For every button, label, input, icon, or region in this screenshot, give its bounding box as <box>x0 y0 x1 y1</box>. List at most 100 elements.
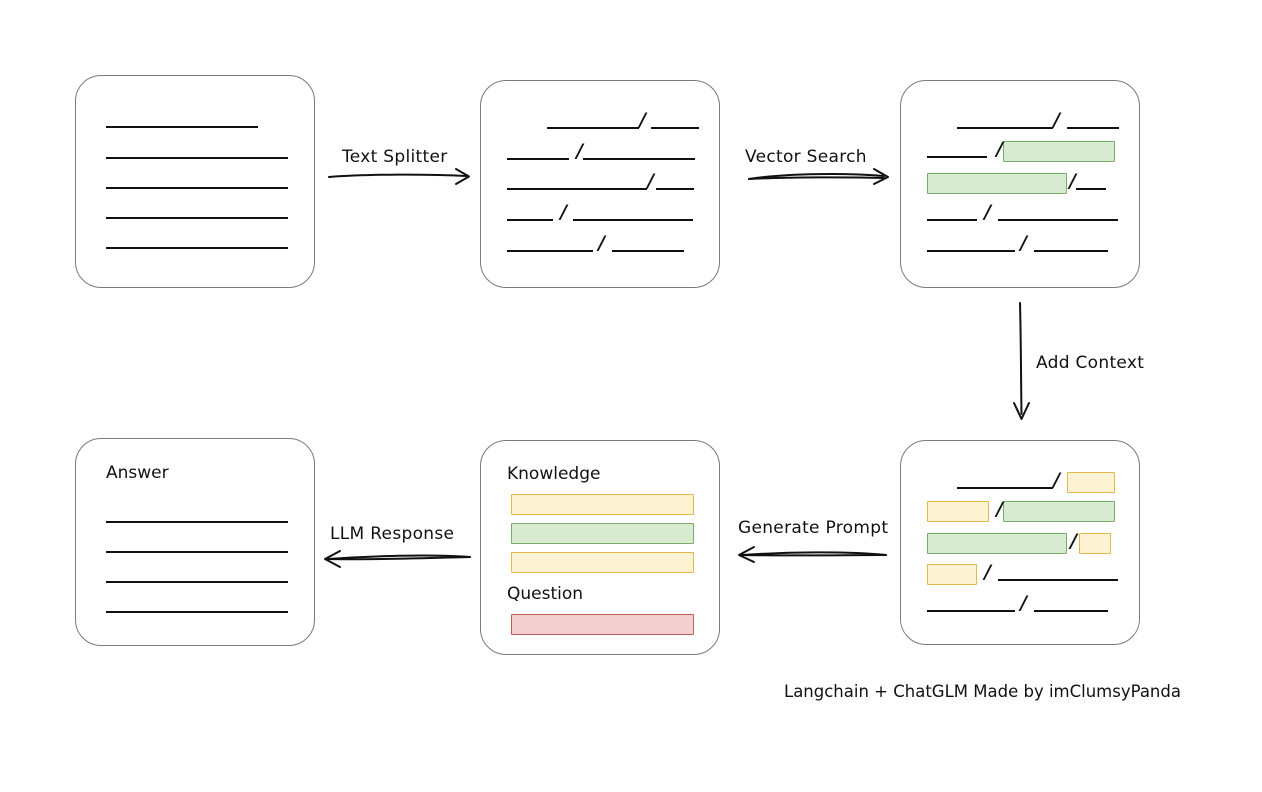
text-segment <box>927 145 987 158</box>
source-document-box[interactable] <box>75 75 315 288</box>
doc-line: / <box>927 468 1115 493</box>
chunk-separator: / <box>1020 231 1027 254</box>
doc-line: / <box>507 169 694 192</box>
chunk-separator: / <box>996 497 1003 520</box>
doc-line: / <box>927 169 1106 194</box>
doc-line: / <box>927 200 1118 223</box>
answer-label: Answer <box>106 463 169 483</box>
text-segment <box>611 239 684 252</box>
doc-line: / <box>927 231 1108 254</box>
doc-line: / <box>507 231 684 254</box>
matched-chunk-highlight <box>1002 500 1115 522</box>
chunk-separator: / <box>576 139 583 162</box>
text-segment <box>927 208 977 221</box>
split-chunks-box[interactable]: / / / / / <box>480 80 720 288</box>
chunk-separator: / <box>1070 529 1077 552</box>
llm-response-arrow <box>324 550 471 568</box>
knowledge-bar <box>511 494 694 515</box>
question-label: Question <box>507 584 584 604</box>
text-segment <box>106 540 288 553</box>
question-bar <box>511 614 694 635</box>
text-segment <box>572 208 693 221</box>
text-segment <box>106 206 288 219</box>
text-segment <box>1033 239 1108 252</box>
doc-line: / <box>927 529 1111 554</box>
text-segment <box>927 599 1015 612</box>
chunk-separator: / <box>647 169 654 192</box>
chunk-separator: / <box>996 137 1003 160</box>
answer-line <box>106 537 288 555</box>
text-segment <box>507 239 593 252</box>
chunk-separator: / <box>984 560 991 583</box>
text-segment <box>106 600 288 613</box>
doc-line: / <box>507 108 699 131</box>
doc-line: / <box>507 200 693 223</box>
doc-line: / <box>927 560 1118 585</box>
context-chunks-box[interactable]: / / / / / <box>900 440 1140 645</box>
arrow-label-generate-prompt: Generate Prompt <box>738 518 889 538</box>
text-segment <box>655 177 694 190</box>
text-segment <box>106 510 288 523</box>
text-segment <box>997 208 1118 221</box>
chunk-separator: / <box>1069 169 1076 192</box>
context-chunk-highlight <box>927 563 977 585</box>
knowledge-bar <box>511 552 694 573</box>
text-segment <box>650 116 699 129</box>
arrow-label-vector-search: Vector Search <box>745 147 867 167</box>
doc-line: / <box>927 137 1115 162</box>
doc-line <box>106 112 258 130</box>
context-chunk-highlight <box>927 500 989 522</box>
text-segment <box>106 115 258 128</box>
matched-chunk-highlight <box>927 532 1067 554</box>
text-segment <box>507 177 647 190</box>
context-chunk-highlight <box>1066 471 1115 493</box>
text-segment <box>957 116 1053 129</box>
text-segment <box>507 147 569 160</box>
doc-line: / <box>927 108 1119 131</box>
answer-line <box>106 567 288 585</box>
text-segment <box>106 176 288 189</box>
context-chunk-highlight <box>1078 532 1111 554</box>
prompt-box[interactable]: Knowledge Question <box>480 440 720 655</box>
arrow-label-text-splitter: Text Splitter <box>342 147 448 167</box>
answer-line <box>106 597 288 615</box>
doc-line <box>106 203 288 221</box>
doc-line: / <box>927 497 1115 522</box>
answer-line <box>106 507 288 525</box>
text-segment <box>957 476 1053 489</box>
vector-search-arrow <box>748 168 889 185</box>
text-splitter-arrow <box>328 168 470 185</box>
matched-chunks-box[interactable]: / / / / / <box>900 80 1140 288</box>
doc-line <box>106 173 288 191</box>
doc-line <box>106 143 288 161</box>
text-segment <box>1066 116 1119 129</box>
add-context-arrow <box>1013 302 1030 420</box>
chunk-separator: / <box>984 200 991 223</box>
text-segment <box>1075 177 1106 190</box>
text-segment <box>927 239 1015 252</box>
arrow-label-llm-response: LLM Response <box>330 524 455 544</box>
text-segment <box>1033 599 1108 612</box>
chunk-separator: / <box>1020 591 1027 614</box>
answer-box[interactable]: Answer <box>75 438 315 646</box>
chunk-separator: / <box>1053 108 1060 131</box>
chunk-separator: / <box>639 108 646 131</box>
matched-chunk-highlight <box>1002 140 1115 162</box>
text-segment <box>106 146 288 159</box>
text-segment <box>106 570 288 583</box>
text-segment <box>582 147 695 160</box>
chunk-separator: / <box>560 200 567 223</box>
text-segment <box>507 208 553 221</box>
text-segment <box>547 116 639 129</box>
knowledge-label: Knowledge <box>507 464 601 484</box>
text-segment <box>997 568 1118 581</box>
arrow-label-add-context: Add Context <box>1036 353 1145 373</box>
text-segment <box>106 236 288 249</box>
footer-credit: Langchain + ChatGLM Made by imClumsyPand… <box>784 682 1181 701</box>
knowledge-bar <box>511 523 694 544</box>
doc-line: / <box>927 591 1108 614</box>
matched-chunk-highlight <box>927 172 1067 194</box>
chunk-separator: / <box>598 231 605 254</box>
chunk-separator: / <box>1053 468 1060 491</box>
